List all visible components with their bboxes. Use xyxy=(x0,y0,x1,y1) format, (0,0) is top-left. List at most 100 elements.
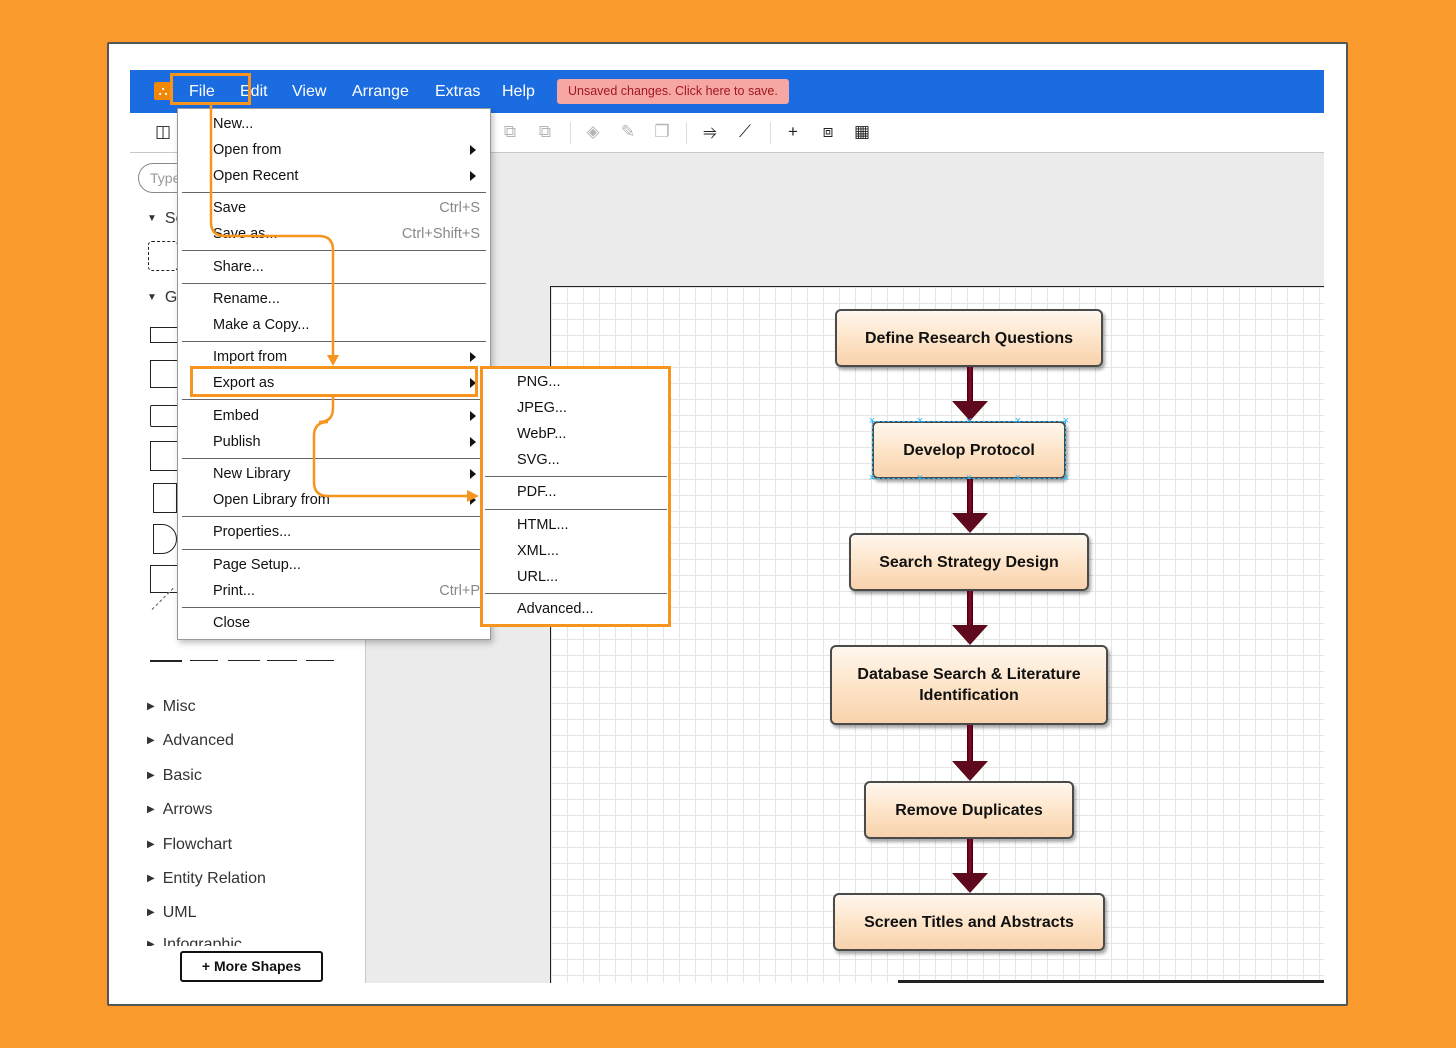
menu-item-properties[interactable]: Properties... xyxy=(213,524,292,540)
menu-separator xyxy=(182,250,486,251)
fill-color-icon[interactable]: ◈ xyxy=(586,122,600,141)
shortcut-print: Ctrl+P xyxy=(439,583,480,599)
line-color-icon[interactable]: ✎ xyxy=(620,122,636,141)
node-define-research-questions[interactable]: Define Research Questions xyxy=(835,309,1103,367)
menu-item-save[interactable]: Save xyxy=(213,200,247,216)
category-misc[interactable]: ▶Misc xyxy=(147,698,196,715)
category-entity-relation[interactable]: ▶Entity Relation xyxy=(147,870,266,887)
resize-handle[interactable]: × xyxy=(868,415,876,427)
to-front-icon[interactable]: ⧉ xyxy=(503,122,517,141)
node-search-strategy-design[interactable]: Search Strategy Design xyxy=(849,533,1089,591)
drawio-logo-icon[interactable]: ⛬ xyxy=(154,82,172,100)
export-jpeg[interactable]: JPEG... xyxy=(517,400,567,416)
resize-handle[interactable]: × xyxy=(1062,472,1070,484)
connector[interactable] xyxy=(967,479,973,515)
menu-item-open-library-from[interactable]: Open Library from xyxy=(213,492,330,508)
delay-shape[interactable] xyxy=(153,524,177,554)
export-html[interactable]: HTML... xyxy=(517,517,569,533)
connector-edge-shape[interactable] xyxy=(306,660,334,661)
hexagon-shape[interactable] xyxy=(150,405,180,427)
resize-handle[interactable]: × xyxy=(965,415,973,427)
node-remove-duplicates[interactable]: Remove Duplicates xyxy=(864,781,1074,839)
format-panel-icon[interactable]: ◫ xyxy=(154,122,172,141)
shortcut-save: Ctrl+S xyxy=(439,200,480,216)
insert-plus-icon[interactable]: + xyxy=(788,122,798,141)
document-shape[interactable] xyxy=(153,483,177,513)
export-url[interactable]: URL... xyxy=(517,569,559,585)
category-basic[interactable]: ▶Basic xyxy=(147,767,202,784)
export-svg[interactable]: SVG... xyxy=(517,452,560,468)
menu-item-close[interactable]: Close xyxy=(213,615,251,631)
node-database-search[interactable]: Database Search & Literature Identificat… xyxy=(830,645,1108,725)
menu-item-open-recent[interactable]: Open Recent xyxy=(213,168,299,184)
resize-handle[interactable]: × xyxy=(1014,415,1022,427)
category-infographic[interactable]: ▶Infographic xyxy=(147,936,242,946)
menu-edit[interactable]: Edit xyxy=(240,83,268,100)
connector[interactable] xyxy=(967,591,973,627)
menu-item-import-from[interactable]: Import from xyxy=(213,349,288,365)
table-shape[interactable] xyxy=(150,441,180,471)
dotted-arrow-edge-shape[interactable] xyxy=(267,660,297,661)
connector[interactable] xyxy=(967,367,973,403)
category-uml[interactable]: ▶UML xyxy=(147,904,197,921)
export-webp[interactable]: WebP... xyxy=(517,426,567,442)
menu-item-publish[interactable]: Publish xyxy=(213,434,261,450)
menu-help[interactable]: Help xyxy=(502,83,535,100)
more-shapes-button[interactable]: + More Shapes xyxy=(180,951,323,982)
export-pdf[interactable]: PDF... xyxy=(517,484,557,500)
menu-item-print[interactable]: Print... xyxy=(213,583,255,599)
menu-item-rename[interactable]: Rename... xyxy=(213,291,280,307)
export-xml[interactable]: XML... xyxy=(517,543,559,559)
resize-handle[interactable]: × xyxy=(868,472,876,484)
connection-icon[interactable]: ⥤ xyxy=(703,122,717,141)
list-shape[interactable] xyxy=(150,565,180,593)
toolbar-separator xyxy=(770,122,771,144)
diagram-canvas[interactable]: Define Research Questions Develop Protoc… xyxy=(366,153,1324,983)
caret-right-icon: ▶ xyxy=(147,939,155,946)
submenu-arrow-icon xyxy=(470,469,476,479)
menu-item-new[interactable]: New... xyxy=(213,116,254,132)
resize-handle[interactable]: × xyxy=(1014,472,1022,484)
arrowhead xyxy=(952,873,988,893)
toolbar-separator xyxy=(686,122,687,144)
diagram-page[interactable] xyxy=(550,286,1324,983)
node-develop-protocol[interactable]: Develop Protocol xyxy=(872,421,1066,479)
arrow-edge-shape[interactable] xyxy=(190,660,218,661)
resize-handle[interactable]: × xyxy=(916,415,924,427)
rectangle-shape[interactable] xyxy=(150,327,180,343)
table-icon[interactable]: ▦ xyxy=(853,122,871,141)
scratchpad-drop-area[interactable] xyxy=(148,241,178,271)
menu-item-save-as[interactable]: Save as... xyxy=(213,226,278,242)
resize-handle[interactable]: × xyxy=(1062,415,1070,427)
square-shape[interactable] xyxy=(150,360,180,388)
menu-item-export-as[interactable]: Export as xyxy=(213,375,275,391)
shadow-icon[interactable]: ❐ xyxy=(654,122,670,141)
menu-file[interactable]: File xyxy=(189,83,215,100)
unsaved-changes-banner[interactable]: Unsaved changes. Click here to save. xyxy=(557,79,789,104)
category-flowchart[interactable]: ▶Flowchart xyxy=(147,836,233,853)
connector[interactable] xyxy=(967,725,973,763)
menu-item-make-copy[interactable]: Make a Copy... xyxy=(213,317,310,333)
menu-view[interactable]: View xyxy=(292,83,327,100)
to-back-icon[interactable]: ⧉ xyxy=(538,122,552,141)
waypoint-icon[interactable]: ⟋ xyxy=(739,122,751,141)
menu-extras[interactable]: Extras xyxy=(435,83,481,100)
dashed-arrow-edge-shape[interactable] xyxy=(228,660,260,661)
menu-item-share[interactable]: Share... xyxy=(213,259,264,275)
category-arrows[interactable]: ▶Arrows xyxy=(147,801,213,818)
category-advanced[interactable]: ▶Advanced xyxy=(147,732,234,749)
export-png[interactable]: PNG... xyxy=(517,374,561,390)
resize-handle[interactable]: × xyxy=(965,472,973,484)
menu-item-open-from[interactable]: Open from xyxy=(213,142,282,158)
export-advanced[interactable]: Advanced... xyxy=(517,601,594,617)
connector[interactable] xyxy=(967,839,973,875)
line-edge-shape[interactable] xyxy=(150,660,182,662)
menu-item-new-library[interactable]: New Library xyxy=(213,466,291,482)
shapes-icon[interactable]: ⧈ xyxy=(822,122,834,141)
export-as-highlight xyxy=(190,366,478,397)
menu-item-embed[interactable]: Embed xyxy=(213,408,259,424)
node-screen-titles-abstracts[interactable]: Screen Titles and Abstracts xyxy=(833,893,1105,951)
menu-item-page-setup[interactable]: Page Setup... xyxy=(213,557,301,573)
resize-handle[interactable]: × xyxy=(916,472,924,484)
menu-arrange[interactable]: Arrange xyxy=(352,83,409,100)
